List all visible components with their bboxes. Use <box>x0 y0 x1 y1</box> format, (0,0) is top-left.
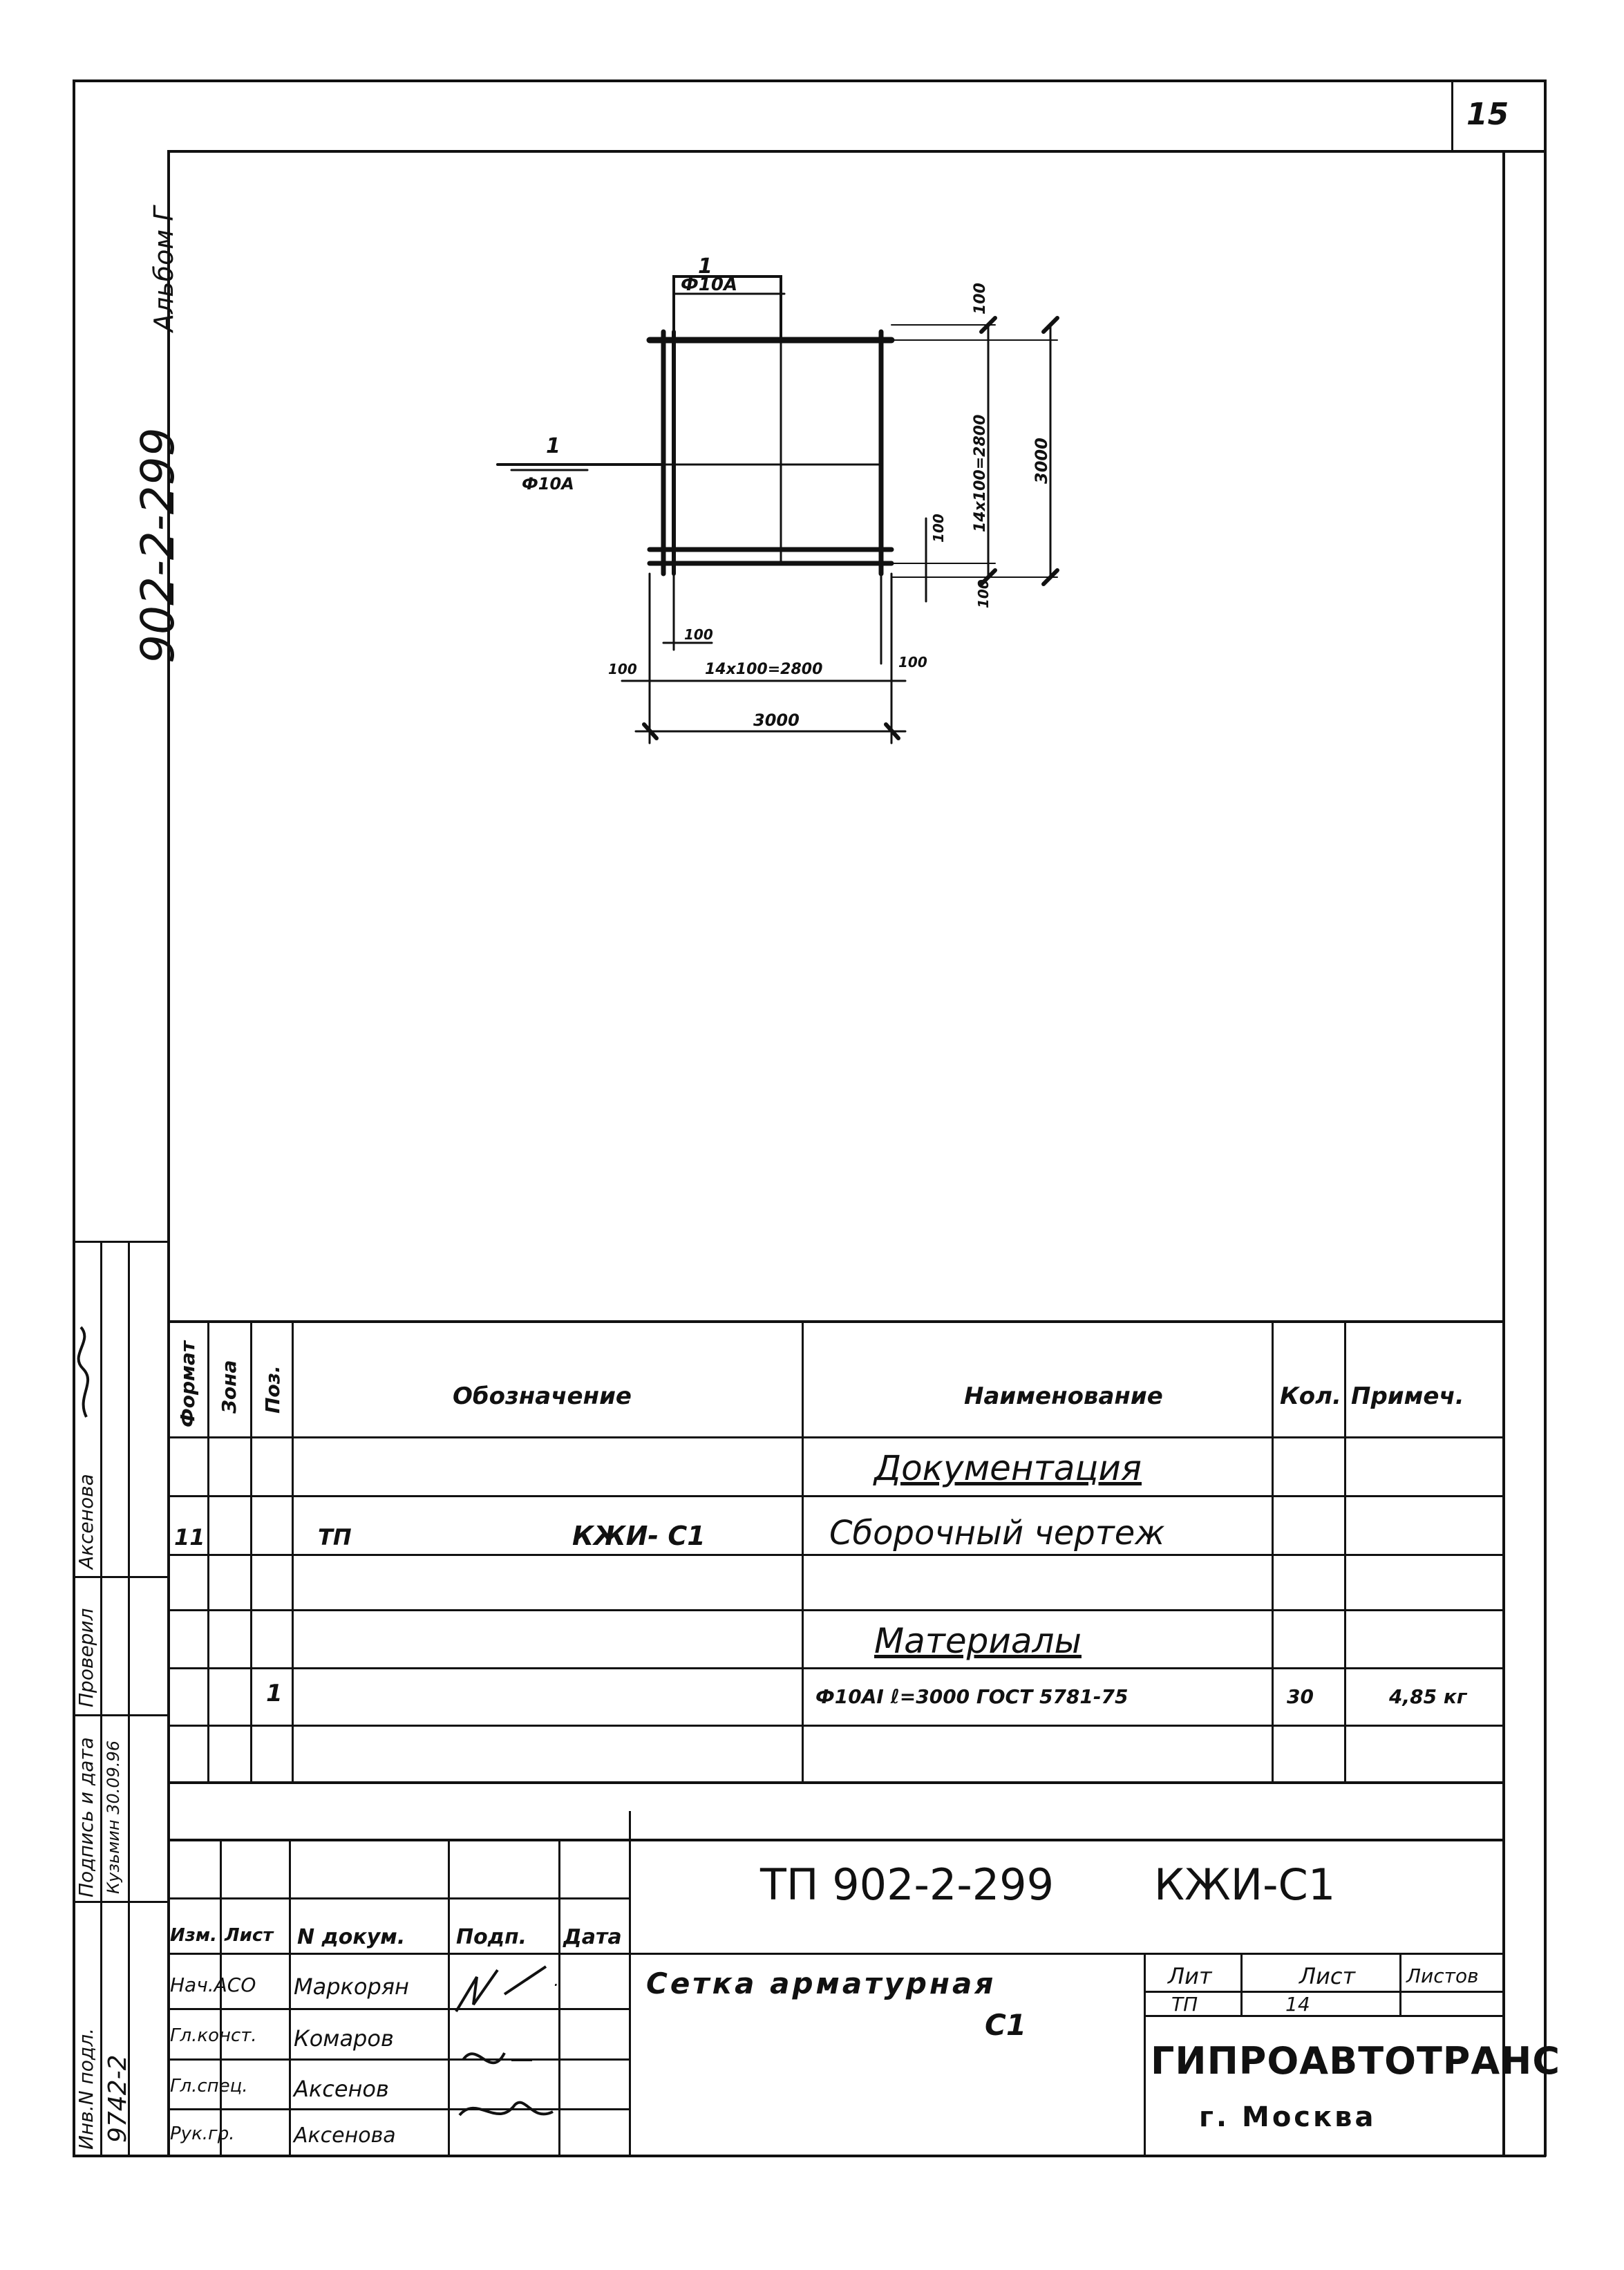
dim-h-left: 100 <box>608 661 637 677</box>
organization-city: г. Москва <box>1199 2101 1377 2133</box>
dim-v-total: 3000 <box>1032 438 1051 484</box>
top-callout-bar: Ф10А <box>681 274 737 295</box>
col-list: Лист <box>225 1925 274 1946</box>
sheet-value: 14 <box>1285 1993 1310 2016</box>
inv-no-value: 9742-2 <box>104 2054 132 2143</box>
person-role: Гл.конст. <box>170 2025 257 2046</box>
title-name-line1: Сетка арматурная <box>646 1967 997 2000</box>
top-callout-pos: 1 <box>698 254 712 279</box>
row2-qty: 30 <box>1287 1685 1314 1708</box>
checked-name: Аксенова <box>75 1474 97 1569</box>
row1-format: 11 <box>174 1524 205 1550</box>
person-name: Комаров <box>294 2025 394 2052</box>
checked-signature <box>77 1326 90 1418</box>
person-name: Маркорян <box>294 1973 409 2000</box>
spec-header-designation: Обозначение <box>453 1382 632 1410</box>
spec-header-note: Примеч. <box>1351 1382 1464 1410</box>
stage-value: ТП <box>1171 1993 1198 2016</box>
title-designation: ТП 902-2-299 <box>760 1859 1055 1910</box>
page-number: 15 <box>1466 97 1509 132</box>
row1-designation-left: ТП <box>318 1524 352 1550</box>
dim-h-right: 100 <box>898 654 927 670</box>
left-callout-bar: Ф10А <box>522 474 574 494</box>
section-documentation: Документация <box>874 1448 1142 1488</box>
dim-h-left-inner: 100 <box>684 626 713 643</box>
person-role: Гл.спец. <box>170 2076 248 2097</box>
title-name-line2: С1 <box>985 2008 1027 2042</box>
sign-date-label: Подпись и дата <box>75 1737 97 1897</box>
dim-v-bottom-1: 100 <box>930 514 947 543</box>
row2-pos: 1 <box>266 1680 283 1707</box>
row2-name: Ф10АI ℓ=3000 ГОСТ 5781-75 <box>815 1685 1129 1708</box>
spec-header-name: Наименование <box>964 1382 1163 1410</box>
dim-v-bottom-2: 100 <box>975 579 992 608</box>
spec-header-pos: Поз. <box>261 1365 284 1414</box>
organization-name: ГИПРОАВТОТРАНС <box>1151 2039 1560 2083</box>
person-role: Рук.гр. <box>170 2123 235 2144</box>
title-block-main: ТП 902-2-299 <box>760 1859 1054 1910</box>
checked-label: Проверил <box>75 1608 97 1707</box>
row2-note: 4,85 кг <box>1389 1685 1467 1708</box>
inv-no-label: Инв.N подл. <box>75 2027 97 2150</box>
sheets-header: Листов <box>1406 1964 1479 1987</box>
svg-text:·: · <box>553 1976 558 1995</box>
row1-name: Сборочный чертеж <box>829 1514 1165 1553</box>
signatures: · <box>455 1965 558 2117</box>
dim-h-chain: 14х100=2800 <box>705 661 822 678</box>
col-izm: Изм. <box>170 1925 217 1946</box>
sheet-header: Лист <box>1299 1963 1356 1989</box>
dim-v-chain: 14х100=2800 <box>972 415 989 532</box>
col-date: Дата <box>563 1925 622 1949</box>
person-role: Нач.АСО <box>170 1973 256 1996</box>
spec-header-qty: Кол. <box>1280 1382 1341 1410</box>
person-name: Аксенов <box>294 2076 389 2102</box>
top-callout-leader <box>672 275 782 341</box>
spec-header-format: Формат <box>176 1340 199 1427</box>
spec-header-zone: Зона <box>218 1360 240 1414</box>
person-name: Аксенова <box>294 2123 396 2148</box>
stage-header: Лит <box>1168 1963 1212 1989</box>
mesh-drawing: 1 Ф10А 1 Ф10А 100 14х100=2800 3000 100 1… <box>496 254 1059 744</box>
left-callout-pos: 1 <box>546 434 560 458</box>
row1-designation-right: КЖИ- С1 <box>572 1521 706 1551</box>
col-doc: N докум. <box>297 1925 406 1949</box>
col-sign: Подп. <box>456 1925 527 1949</box>
dim-v-top: 100 <box>972 283 989 315</box>
dim-h-total: 3000 <box>753 711 800 730</box>
sign-date-value: Кузьмин 30.09.96 <box>104 1740 123 1894</box>
section-materials: Материалы <box>874 1621 1082 1661</box>
title-code: КЖИ-С1 <box>1154 1859 1336 1910</box>
